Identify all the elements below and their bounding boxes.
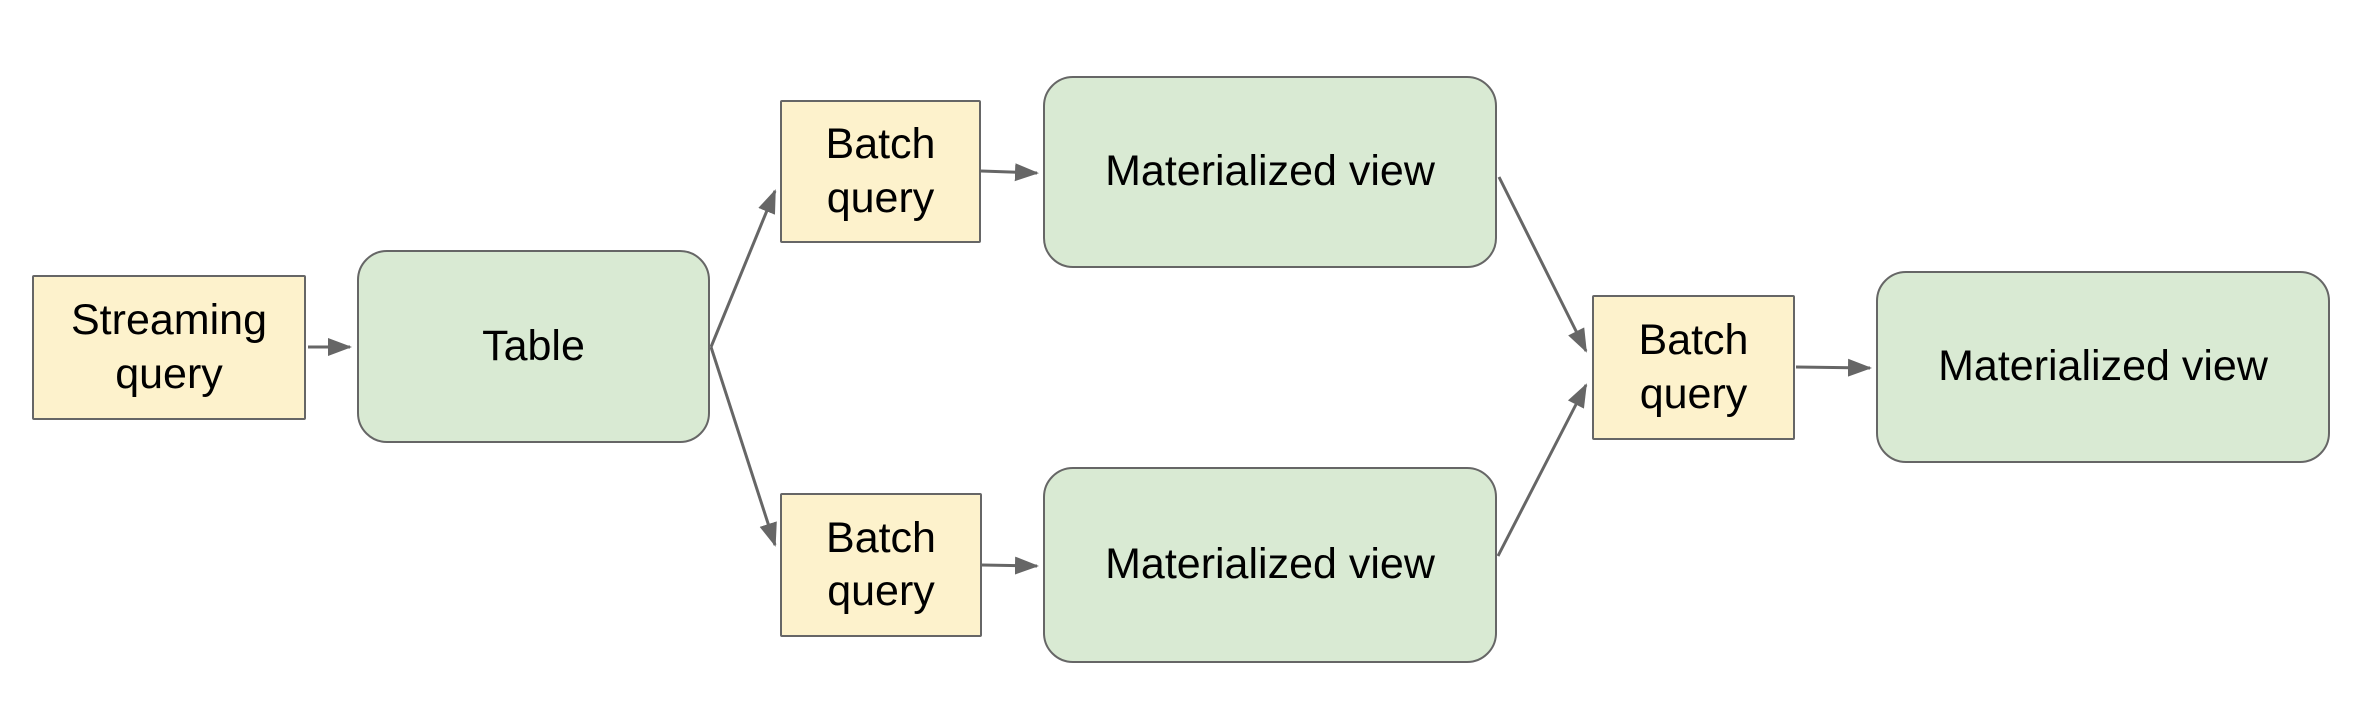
node-materialized-view-final: Materialized view <box>1876 271 2330 463</box>
node-label: Batch query <box>826 513 936 615</box>
arrow-batch-bottom-to-mv-bottom <box>981 556 1039 575</box>
node-label: Materialized view <box>1105 540 1435 589</box>
arrow-table-to-batch-bottom <box>709 346 777 547</box>
node-batch-query-right: Batch query <box>1592 295 1795 440</box>
node-label: Materialized view <box>1938 342 2268 391</box>
arrow-table-to-batch-top <box>709 189 777 348</box>
arrow-batch-right-to-mv-final <box>1795 358 1872 377</box>
node-label: Materialized view <box>1105 147 1435 196</box>
node-label: Table <box>482 321 585 370</box>
node-label: Streaming query <box>71 296 267 398</box>
node-label: Batch query <box>825 120 936 222</box>
arrow-mv-bottom-to-batch-right <box>1496 383 1588 557</box>
node-streaming-query: Streaming query <box>32 275 306 420</box>
node-batch-query-top: Batch query <box>780 100 981 243</box>
node-batch-query-bottom: Batch query <box>780 493 982 637</box>
node-label: Batch query <box>1638 316 1749 418</box>
arrow-batch-top-to-mv-top <box>980 163 1039 182</box>
arrow-mv-top-to-batch-right <box>1497 176 1588 353</box>
node-materialized-view-top: Materialized view <box>1043 76 1497 268</box>
node-materialized-view-bottom: Materialized view <box>1043 467 1497 663</box>
node-table: Table <box>357 250 710 443</box>
